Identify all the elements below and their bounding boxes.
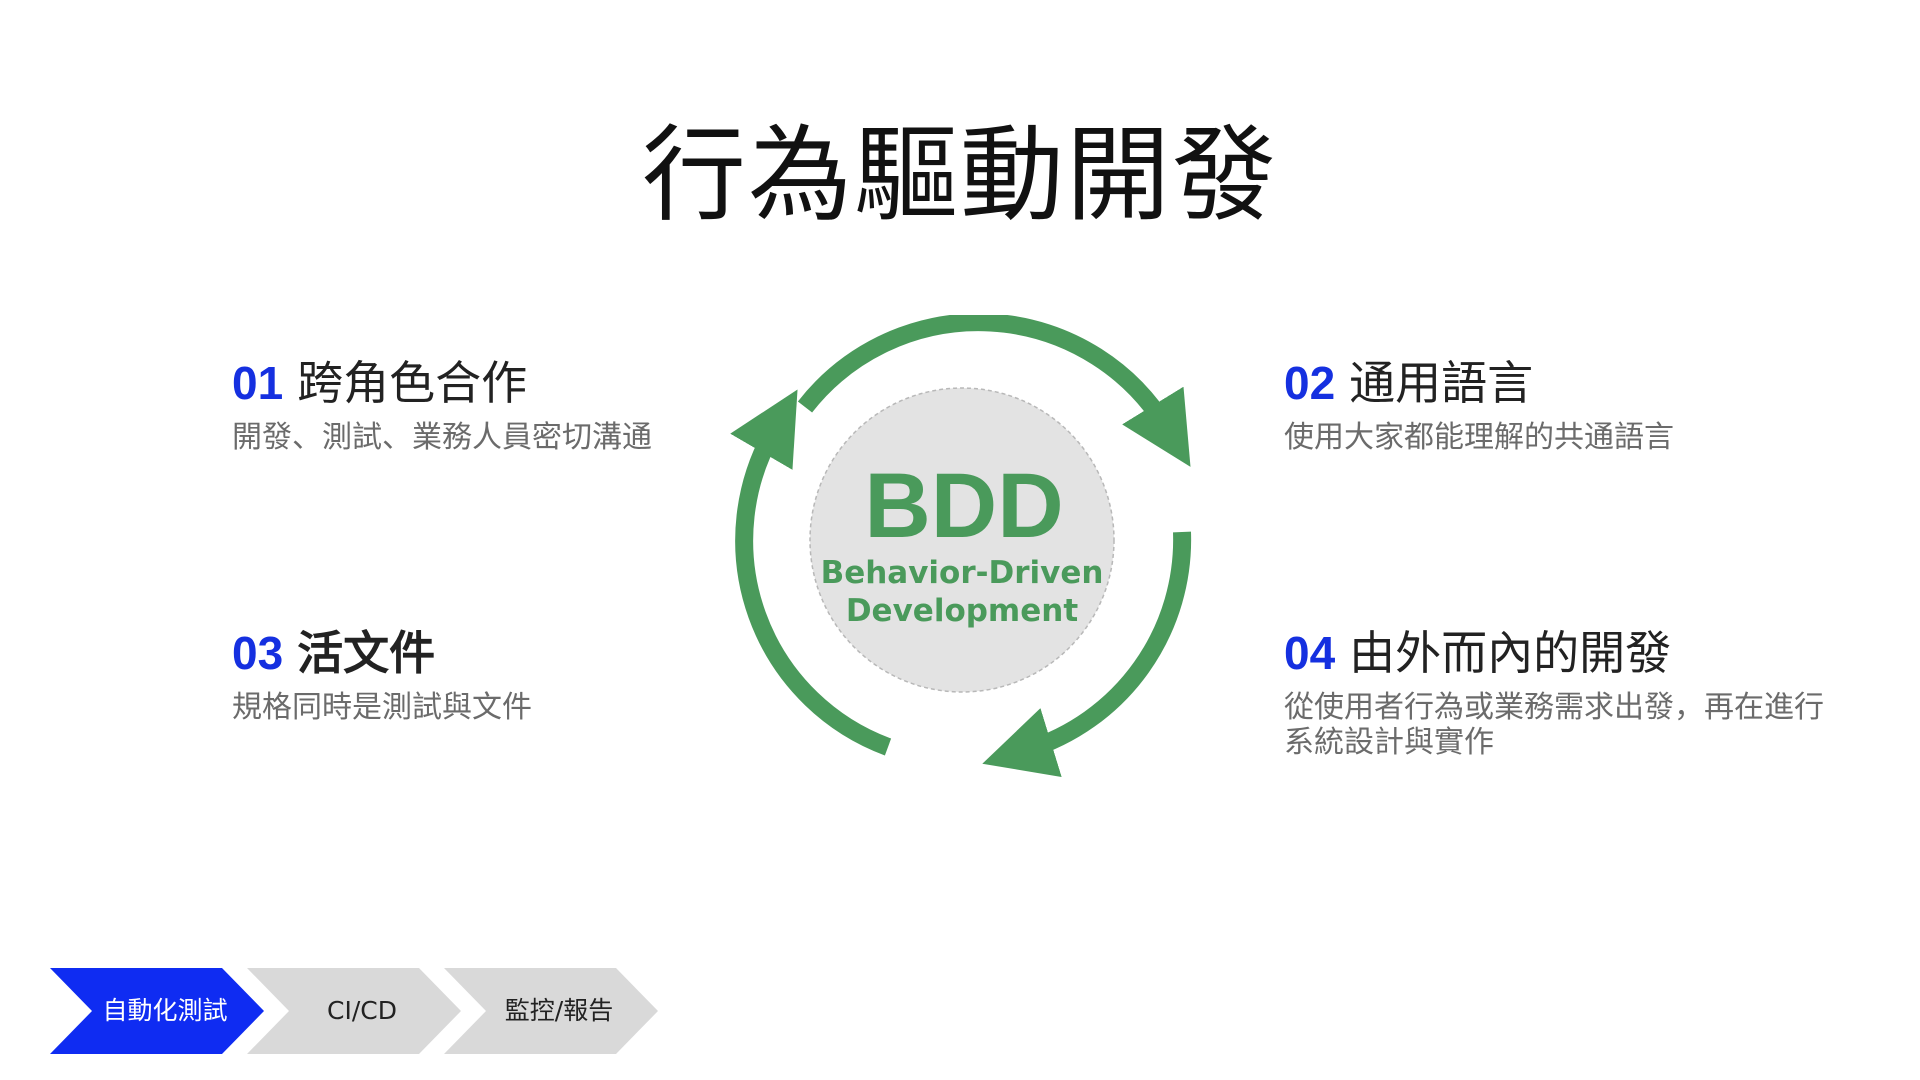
feature-description: 從使用者行為或業務需求出發，再在進行系統設計與實作 xyxy=(1284,690,1824,760)
cycle-arrow-right xyxy=(982,531,1192,777)
feature-description: 使用大家都能理解的共通語言 xyxy=(1284,420,1674,456)
chevron-shape xyxy=(50,968,264,1054)
step-label: 監控/報告 xyxy=(504,996,614,1025)
cycle-arrow-top xyxy=(797,315,1191,467)
feature-number: 03 xyxy=(232,627,284,679)
chevron-shape xyxy=(444,968,658,1054)
feature-title: 通用語言 xyxy=(1349,356,1534,410)
bdd-line-2: Development xyxy=(846,593,1078,629)
feature-title: 由外而內的開發 xyxy=(1349,626,1672,680)
bdd-line-1: Behavior-Driven xyxy=(821,555,1104,591)
step-monitoring-report[interactable]: 監控/報告 xyxy=(444,968,658,1054)
step-label: 自動化測試 xyxy=(102,996,228,1025)
page-title: 行為驅動開發 xyxy=(641,114,1278,236)
bdd-cycle-svg: BDD Behavior-Driven Development xyxy=(730,315,1192,777)
chevron-shape xyxy=(247,968,461,1054)
step-ci-cd[interactable]: CI/CD xyxy=(247,968,461,1054)
process-steps: 自動化測試 CI/CD 監控/報告 xyxy=(50,968,670,1054)
bdd-cycle-graphic: BDD Behavior-Driven Development xyxy=(720,315,1200,805)
bdd-center-circle xyxy=(809,387,1115,693)
bdd-acronym: BDD xyxy=(864,455,1063,557)
feature-title: 活文件 xyxy=(297,626,436,680)
feature-description: 規格同時是測試與文件 xyxy=(232,690,532,726)
cycle-arrow-left xyxy=(730,389,892,756)
step-label: CI/CD xyxy=(327,996,397,1025)
feature-number: 02 xyxy=(1284,357,1336,409)
step-automated-testing[interactable]: 自動化測試 xyxy=(50,968,264,1054)
feature-number: 01 xyxy=(232,357,284,409)
feature-title: 跨角色合作 xyxy=(297,356,528,410)
feature-description: 開發、測試、業務人員密切溝通 xyxy=(232,420,652,456)
feature-number: 04 xyxy=(1284,627,1336,679)
